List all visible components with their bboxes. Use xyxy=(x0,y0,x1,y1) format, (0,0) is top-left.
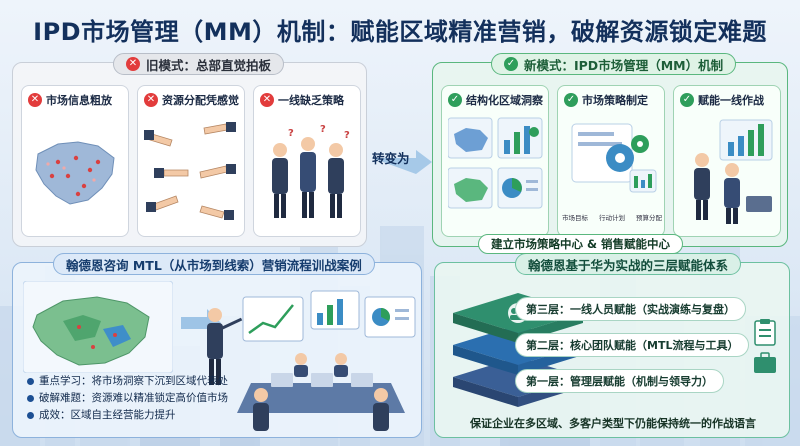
bullet-icon xyxy=(27,412,34,419)
strategy-sub-label: 预算分配 xyxy=(636,214,662,222)
layer-item-3: 第三层：一线人员赋能（实战演练与复盘） xyxy=(515,297,746,321)
bullet-icon xyxy=(27,395,34,402)
old-card-label: 资源分配凭感觉 xyxy=(162,94,239,107)
x-icon: ✕ xyxy=(126,57,140,71)
bullet-icon xyxy=(27,378,34,385)
new-card-header: ✓ 市场策略制定 xyxy=(564,92,648,108)
old-card-frontline-strategy: ✕ 一线缺乏策略 ??? xyxy=(253,85,361,237)
new-card-label: 市场策略制定 xyxy=(582,94,648,107)
layer-item-2: 第二层：核心团队赋能（MTL流程与工具） xyxy=(515,333,750,357)
new-card-strategy: ✓ 市场策略制定 市场目标 行动计划 预算分配 xyxy=(557,85,665,237)
layers-footer: 保证企业在多区域、多客户类型下仍能保持统一的作战语言 xyxy=(470,417,756,430)
strategy-sub-label: 市场目标 xyxy=(562,214,588,222)
case-point-text: 破解难题：资源难以精准锁定高价值市场 xyxy=(39,392,228,404)
clipboard-briefcase-icons xyxy=(754,319,776,373)
case-panel: 翰德恩咨询 MTL（从市场到线索）营销流程训战案例 重点学习：将市场洞察下沉到区… xyxy=(12,253,422,438)
layer-item-1: 第一层：管理层赋能（机制与领导力） xyxy=(515,369,724,393)
layer-label-text: 第三层：一线人员赋能（实战演练与复盘） xyxy=(526,303,735,316)
confused-staff-illustration: ??? xyxy=(272,124,350,218)
case-point-text: 重点学习：将市场洞察下沉到区域代表处 xyxy=(39,375,228,387)
china-map-insight-illustration xyxy=(23,281,173,373)
old-mode-header: ✕ 旧模式：总部直觉拍板 xyxy=(113,53,285,75)
svg-text:?: ? xyxy=(320,124,326,135)
x-icon: ✕ xyxy=(260,93,274,107)
transition-arrow-icon xyxy=(372,150,432,174)
check-circle-icon: ✓ xyxy=(504,57,518,71)
old-card-header: ✕ 市场信息粗放 xyxy=(28,92,112,108)
old-card-resource-allocation: ✕ 资源分配凭感觉 xyxy=(137,85,245,237)
new-mode-label: 新模式：IPD市场管理（MM）机制 xyxy=(524,57,724,73)
new-mode-footer: 建立市场策略中心 & 销售赋能中心 xyxy=(478,234,684,254)
list-item: 破解难题：资源难以精准锁定高价值市场 xyxy=(27,390,228,407)
team-growth-illustration xyxy=(694,119,773,224)
layer-label-text: 第二层：核心团队赋能（MTL流程与工具） xyxy=(526,339,739,352)
old-card-header: ✕ 资源分配凭感觉 xyxy=(144,92,239,108)
case-point-text: 成效：区域自主经营能力提升 xyxy=(39,409,176,421)
strategy-sub-labels: 市场目标 行动计划 预算分配 xyxy=(562,212,662,222)
transition-label: 转变为 xyxy=(372,151,410,166)
check-circle-icon: ✓ xyxy=(564,93,578,107)
new-card-frontline-enable: ✓ 赋能一线作战 xyxy=(673,85,781,237)
new-card-label: 结构化区域洞察 xyxy=(466,94,543,107)
new-card-region-insight: ✓ 结构化区域洞察 xyxy=(441,85,549,237)
new-card-label: 赋能一线作战 xyxy=(698,94,764,107)
x-icon: ✕ xyxy=(28,93,42,107)
check-circle-icon: ✓ xyxy=(680,93,694,107)
list-item: 成效：区域自主经营能力提升 xyxy=(27,407,228,424)
case-points-list: 重点学习：将市场洞察下沉到区域代表处 破解难题：资源难以精准锁定高价值市场 成效… xyxy=(27,373,228,424)
list-item: 重点学习：将市场洞察下沉到区域代表处 xyxy=(27,373,228,390)
layer-label-text: 第一层：管理层赋能（机制与领导力） xyxy=(526,375,713,388)
old-card-market-info: ✕ 市场信息粗放 xyxy=(21,85,129,237)
training-meeting-illustration xyxy=(181,290,416,431)
svg-text:?: ? xyxy=(344,130,350,141)
page-title: IPD市场管理（MM）机制：赋能区域精准营销，破解资源锁定难题 xyxy=(33,18,767,46)
new-card-header: ✓ 赋能一线作战 xyxy=(680,92,764,108)
case-label: 翰德恩咨询 MTL（从市场到线索）营销流程训战案例 xyxy=(53,253,375,275)
old-card-label: 一线缺乏策略 xyxy=(278,94,344,107)
new-mode-header: ✓ 新模式：IPD市场管理（MM）机制 xyxy=(491,53,737,75)
old-card-label: 市场信息粗放 xyxy=(46,94,112,107)
x-icon: ✕ xyxy=(144,93,158,107)
layers-label: 翰德恩基于华为实战的三层赋能体系 xyxy=(515,253,742,275)
layers-panel: 翰德恩基于华为实战的三层赋能体系 第三层：一线人员赋能（实战演练与复盘） 第二层… xyxy=(434,253,790,438)
strategy-gears-illustration xyxy=(571,123,657,193)
pointing-hands-illustration xyxy=(144,122,236,220)
old-mode-panel: ✕ 旧模式：总部直觉拍板 ✕ 市场信息粗放 ✕ 资源分配凭感觉 xyxy=(12,53,367,247)
old-card-header: ✕ 一线缺乏策略 xyxy=(260,92,344,108)
china-map-scattered-illustration xyxy=(35,141,115,205)
region-dashboard-illustration xyxy=(448,117,543,209)
strategy-sub-label: 行动计划 xyxy=(599,214,625,222)
old-mode-label: 旧模式：总部直觉拍板 xyxy=(146,57,272,73)
new-card-header: ✓ 结构化区域洞察 xyxy=(448,92,543,108)
svg-text:?: ? xyxy=(288,128,294,139)
new-mode-panel: ✓ 新模式：IPD市场管理（MM）机制 ✓ 结构化区域洞察 ✓ 市场策略制定 xyxy=(432,53,788,247)
check-circle-icon: ✓ xyxy=(448,93,462,107)
